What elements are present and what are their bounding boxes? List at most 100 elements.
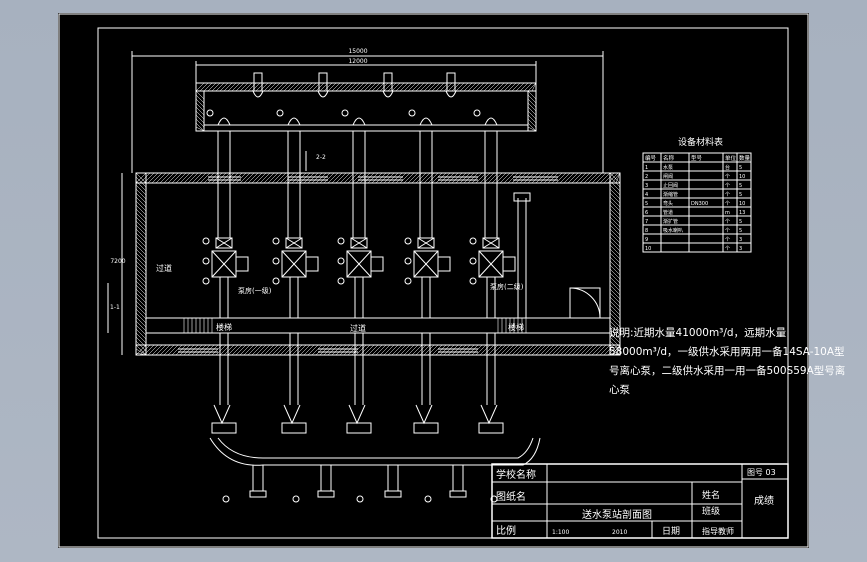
building-top-wall-hatch bbox=[275, 172, 287, 184]
building-bottom-wall-hatch bbox=[215, 344, 227, 356]
building-left-wall-hatch bbox=[135, 232, 147, 244]
building-top-wall-hatch bbox=[595, 172, 607, 184]
channel-top-wall-hatch bbox=[267, 82, 277, 92]
channel-right-wall-hatch bbox=[527, 90, 537, 100]
discharge-header bbox=[217, 437, 534, 459]
building-top-wall-hatch bbox=[211, 172, 223, 184]
corridor-left-label: 过道 bbox=[156, 263, 172, 273]
building-bottom-wall-hatch bbox=[383, 344, 395, 356]
building-right-wall-hatch bbox=[609, 292, 621, 304]
channel-top-wall-hatch bbox=[395, 82, 405, 92]
building-bottom-wall-hatch bbox=[339, 344, 351, 356]
channel-top-wall-hatch bbox=[291, 82, 301, 92]
channel-top-wall-hatch bbox=[499, 82, 509, 92]
channel-top-wall-hatch bbox=[307, 82, 317, 92]
building-bottom-wall-hatch bbox=[163, 344, 175, 356]
building-left-wall-hatch bbox=[135, 236, 147, 248]
pump-x bbox=[413, 250, 439, 278]
building-top-wall-hatch bbox=[235, 172, 247, 184]
equipment-table-cell: 个 bbox=[725, 219, 730, 225]
building-right-wall-hatch bbox=[609, 220, 621, 232]
building-bottom-wall-hatch bbox=[319, 344, 331, 356]
item-bubble bbox=[272, 277, 280, 285]
valve bbox=[215, 237, 233, 249]
building-left-wall-hatch bbox=[135, 340, 147, 352]
dimension-side-text: 7200 bbox=[110, 258, 125, 265]
dimension-top2-text: 12000 bbox=[348, 58, 367, 65]
building-top-wall-hatch bbox=[335, 172, 347, 184]
building-right-wall-hatch bbox=[609, 196, 621, 208]
drawing-name-label: 图纸名 bbox=[496, 490, 526, 503]
building-bottom-wall-hatch bbox=[171, 344, 183, 356]
pump-motor bbox=[437, 256, 451, 272]
building-top-wall-hatch bbox=[339, 172, 351, 184]
stair-left-label: 楼梯 bbox=[216, 322, 232, 332]
building-bottom-wall-hatch bbox=[579, 344, 591, 356]
building-top-wall-hatch bbox=[175, 172, 187, 184]
building-top-wall-hatch bbox=[243, 172, 255, 184]
check-valve bbox=[281, 422, 307, 434]
building-bottom-wall-hatch bbox=[439, 344, 451, 356]
equipment-table-cell: 台 bbox=[725, 164, 730, 171]
building-top-wall-hatch bbox=[163, 172, 175, 184]
valve-x bbox=[350, 237, 368, 249]
channel-top-wall-hatch bbox=[399, 82, 409, 92]
item-bubble bbox=[222, 495, 230, 503]
channel-top-wall-hatch bbox=[467, 82, 477, 92]
building-right-wall-hatch bbox=[609, 252, 621, 264]
building-right-wall-hatch bbox=[609, 272, 621, 284]
building-bottom-wall-hatch bbox=[355, 344, 367, 356]
channel-top-wall-hatch bbox=[231, 82, 241, 92]
building-bottom-wall-hatch bbox=[595, 344, 607, 356]
building-bottom-wall-hatch bbox=[179, 344, 191, 356]
channel-top-wall-hatch bbox=[339, 82, 349, 92]
outer-border bbox=[58, 13, 809, 548]
building-left-wall-hatch bbox=[135, 252, 147, 264]
channel-top-wall-hatch bbox=[463, 82, 473, 92]
building-bottom-wall-hatch bbox=[207, 344, 219, 356]
equipment-table-cell: 水泵 bbox=[663, 164, 673, 171]
building-top-wall-hatch bbox=[151, 172, 163, 184]
building-bottom-wall-hatch bbox=[379, 344, 391, 356]
item-bubble bbox=[337, 277, 345, 285]
channel-top-wall-hatch bbox=[255, 82, 265, 92]
building-right-wall-hatch bbox=[609, 284, 621, 296]
section-1-label: 1-1 bbox=[110, 304, 120, 311]
building-left-wall-hatch bbox=[135, 180, 147, 192]
building-bottom-wall-hatch bbox=[223, 344, 235, 356]
building-left-wall bbox=[135, 172, 147, 356]
suction-bell bbox=[484, 117, 498, 126]
building-right-wall bbox=[609, 172, 621, 356]
channel-left-wall-hatch bbox=[195, 110, 205, 120]
building-bottom-wall-hatch bbox=[391, 344, 403, 356]
equipment-table-cell: 管道 bbox=[663, 209, 673, 216]
equipment-table-cell: 10 bbox=[739, 174, 745, 180]
building-left-wall-hatch bbox=[135, 200, 147, 212]
channel-top-wall-hatch bbox=[283, 82, 293, 92]
building-top-wall-hatch bbox=[295, 172, 307, 184]
equipment-table-cell: DN300 bbox=[691, 201, 708, 207]
channel-top-wall-hatch bbox=[223, 82, 233, 92]
channel-top-wall-hatch bbox=[247, 82, 257, 92]
building-bottom-wall-hatch bbox=[351, 344, 363, 356]
channel-top-wall-hatch bbox=[251, 82, 261, 92]
channel-top-wall-hatch bbox=[243, 82, 253, 92]
building-bottom-wall-hatch bbox=[403, 344, 415, 356]
equipment-table-cell: 渐扩管 bbox=[663, 218, 678, 225]
building-left-wall-hatch bbox=[135, 196, 147, 208]
building-top-wall-hatch bbox=[327, 172, 339, 184]
building-bottom-wall-hatch bbox=[175, 344, 187, 356]
building-bottom-wall-hatch bbox=[563, 344, 575, 356]
building-bottom-wall-hatch bbox=[183, 344, 195, 356]
building-right-wall-hatch bbox=[609, 260, 621, 272]
reducer bbox=[348, 404, 366, 425]
valve-x bbox=[215, 237, 233, 249]
pump-motor bbox=[370, 256, 384, 272]
item-bubble bbox=[469, 277, 477, 285]
building-left-wall-hatch bbox=[135, 260, 147, 272]
building-left-wall-hatch bbox=[135, 332, 147, 344]
building-bottom-wall-hatch bbox=[335, 344, 347, 356]
title-block-frame bbox=[491, 463, 789, 539]
scale-label: 比例 bbox=[496, 524, 516, 537]
